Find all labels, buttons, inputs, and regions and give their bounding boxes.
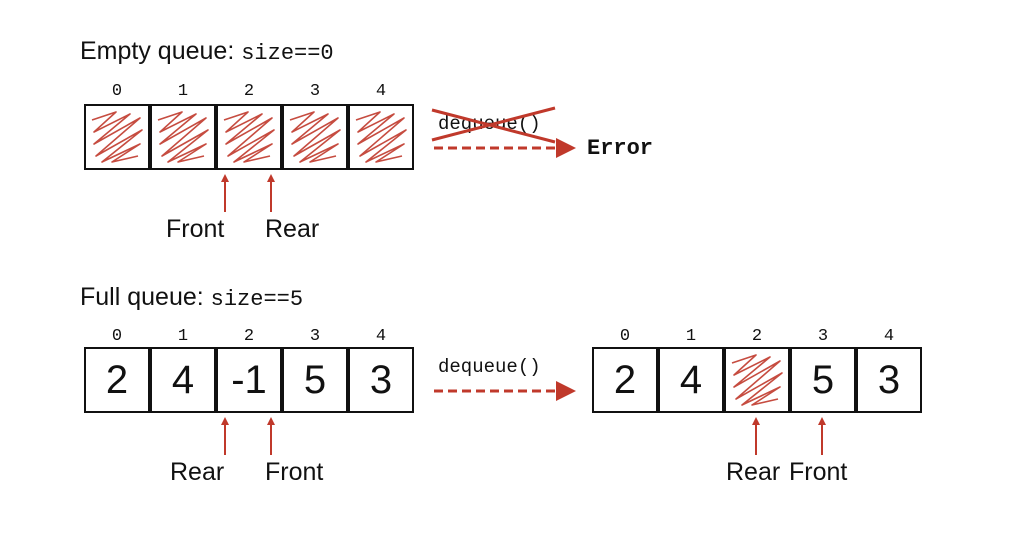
scribble-fill bbox=[91, 111, 143, 163]
queue-cell: 5 bbox=[790, 347, 856, 413]
empty-cell bbox=[724, 347, 790, 413]
full-queue-title-text: Full queue: bbox=[80, 283, 211, 311]
queue-cell: 2 bbox=[592, 347, 658, 413]
index-label: 1 bbox=[177, 82, 189, 101]
scribble-fill bbox=[223, 111, 275, 163]
rear-pointer-label: Rear bbox=[170, 458, 225, 486]
front-pointer-label: Front bbox=[166, 215, 225, 243]
queue-cell: 4 bbox=[150, 347, 216, 413]
front-pointer-label: Front bbox=[265, 458, 324, 486]
front-pointer-label: Front bbox=[789, 458, 848, 486]
scribble-fill bbox=[731, 354, 783, 406]
full-queue-condition: size==5 bbox=[210, 287, 304, 312]
empty-cell bbox=[282, 104, 348, 170]
error-arrowhead bbox=[556, 138, 576, 158]
index-label: 3 bbox=[309, 82, 321, 101]
dequeue-operation-label: dequeue() bbox=[438, 113, 541, 135]
full-queue-title: Full queue: size==5 bbox=[80, 283, 303, 312]
index-label: 1 bbox=[685, 327, 697, 346]
rear-pointer-label: Rear bbox=[265, 215, 320, 243]
index-label: 3 bbox=[817, 327, 829, 346]
rear-pointer-label: Rear bbox=[726, 458, 781, 486]
scribble-fill bbox=[289, 111, 341, 163]
empty-queue-title-text: Empty queue: bbox=[80, 37, 242, 65]
scribble-fill bbox=[355, 111, 407, 163]
index-label: 2 bbox=[751, 327, 763, 346]
dequeue-arrowhead bbox=[556, 381, 576, 401]
queue-cell: -1 bbox=[216, 347, 282, 413]
index-label: 4 bbox=[375, 327, 387, 346]
empty-cell bbox=[348, 104, 414, 170]
index-label: 4 bbox=[375, 82, 387, 101]
dequeue-operation-label: dequeue() bbox=[438, 356, 541, 378]
queue-cell: 5 bbox=[282, 347, 348, 413]
queue-cell: 2 bbox=[84, 347, 150, 413]
error-label: Error bbox=[587, 136, 654, 161]
index-label: 2 bbox=[243, 327, 255, 346]
index-label: 0 bbox=[619, 327, 631, 346]
empty-queue-condition: size==0 bbox=[241, 41, 334, 66]
empty-cell bbox=[216, 104, 282, 170]
empty-cell bbox=[84, 104, 150, 170]
queue-cell: 4 bbox=[658, 347, 724, 413]
index-label: 3 bbox=[309, 327, 321, 346]
queue-cell: 3 bbox=[348, 347, 414, 413]
index-label: 4 bbox=[883, 327, 895, 346]
empty-cell bbox=[150, 104, 216, 170]
scribble-fill bbox=[157, 111, 209, 163]
empty-queue-title: Empty queue: size==0 bbox=[80, 37, 334, 66]
index-label: 2 bbox=[243, 82, 255, 101]
index-label: 1 bbox=[177, 327, 189, 346]
queue-cell: 3 bbox=[856, 347, 922, 413]
index-label: 0 bbox=[111, 82, 123, 101]
index-label: 0 bbox=[111, 327, 123, 346]
